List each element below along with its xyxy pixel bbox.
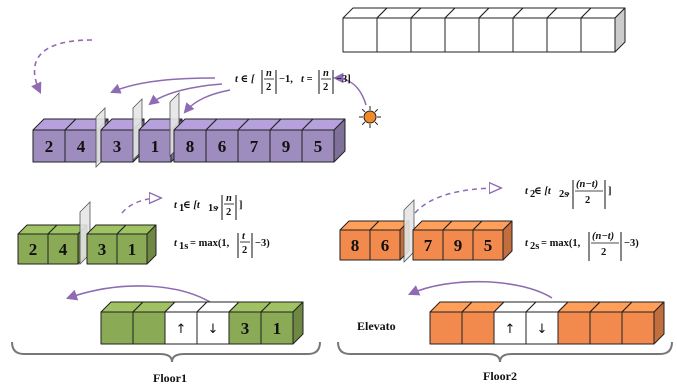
cube-number: 4 xyxy=(77,137,86,156)
cube-number: 8 xyxy=(351,236,360,255)
cube-number: 5 xyxy=(314,137,323,156)
svg-text:2: 2 xyxy=(323,82,328,93)
orange-cube-row: 8 6 7 9 5 xyxy=(339,199,513,263)
svg-text:= max(1,: = max(1, xyxy=(190,238,230,249)
formula-top: t ∈ [ n 2 −1, t = n 2 −3] xyxy=(235,68,351,94)
arrow-to-divider-1 xyxy=(110,77,216,94)
svg-text:2s: 2s xyxy=(530,241,539,252)
svg-text:t: t xyxy=(174,200,178,211)
svg-text:n: n xyxy=(323,68,329,79)
purple-cube: 5 xyxy=(301,118,346,163)
floor1-cube-row: ↑ ↓ 3 1 xyxy=(100,301,304,345)
cube-number: 5 xyxy=(484,236,493,255)
svg-text:2: 2 xyxy=(601,247,606,258)
cube-number: 1 xyxy=(273,319,282,338)
svg-text:]: ] xyxy=(239,200,243,211)
purple-cube: 7 xyxy=(237,118,282,163)
dashed-arrow-floor1 xyxy=(121,198,160,214)
arrow-to-divider-3 xyxy=(183,89,231,114)
svg-text:2: 2 xyxy=(242,245,247,256)
svg-text:,: , xyxy=(567,186,570,197)
arrow-down-icon: ↓ xyxy=(537,322,548,337)
floor2-cube-row: ↑↓ xyxy=(429,301,665,345)
formula-floor2: t 2 ∈ [t 2s , (n−t) 2 ] t 2s = max(1, (n… xyxy=(525,179,639,261)
sun-icon xyxy=(359,106,381,128)
svg-text:(n−t): (n−t) xyxy=(592,231,614,242)
cube-number: 6 xyxy=(381,236,390,255)
svg-text:−3]: −3] xyxy=(336,74,351,85)
svg-text:]: ] xyxy=(608,186,612,197)
arrow-to-divider-2 xyxy=(148,83,223,106)
arrow-up-icon: ↑ xyxy=(176,322,187,337)
svg-text:1s: 1s xyxy=(179,241,188,252)
arrow-floor2-return xyxy=(407,280,553,299)
svg-text:n: n xyxy=(226,193,232,204)
svg-text:−3): −3) xyxy=(255,238,270,249)
arrow-from-sun xyxy=(332,72,367,106)
svg-text:t ∈ [: t ∈ [ xyxy=(235,74,256,85)
cube-number: 8 xyxy=(186,137,195,156)
floor2-brace xyxy=(337,341,673,363)
floor2-label: Floor2 xyxy=(483,369,517,383)
cube-number: 2 xyxy=(29,240,38,259)
green-cube-row: 2 4 3 1 xyxy=(17,201,157,265)
svg-text:t: t xyxy=(525,186,529,197)
arrow-floor1-return xyxy=(65,285,216,306)
elevator-label: Elevato xyxy=(357,319,396,333)
svg-text:−3): −3) xyxy=(624,238,639,249)
empty-cube-row-top xyxy=(342,7,626,53)
svg-text:t: t xyxy=(242,231,246,242)
floor1-brace xyxy=(11,341,321,363)
svg-text:t: t xyxy=(174,238,178,249)
green-cube: 1 xyxy=(260,301,304,345)
svg-text:∈ [t: ∈ [t xyxy=(534,186,552,197)
arrow-down-icon: ↓ xyxy=(208,322,219,337)
svg-text:1s: 1s xyxy=(208,203,217,214)
floor1-label: Floor1 xyxy=(153,371,187,385)
svg-text:1: 1 xyxy=(179,203,184,214)
cube-number: 2 xyxy=(45,137,54,156)
cube-number: 7 xyxy=(424,236,433,255)
cube-number: 6 xyxy=(218,137,227,156)
formula-floor1: t 1 ∈ [t 1s , n 2 ] t 1s = max(1, t 2 −3… xyxy=(174,193,270,258)
empty-cube xyxy=(580,7,626,53)
svg-text:2: 2 xyxy=(530,189,535,200)
svg-text:n: n xyxy=(266,68,272,79)
cube-number: 3 xyxy=(241,319,250,338)
cube-number: 4 xyxy=(59,240,68,259)
cube-number: 9 xyxy=(454,236,463,255)
dashed-curve-arrow-top xyxy=(31,39,93,95)
orange-cube: 6 xyxy=(369,220,410,261)
cube-number: 3 xyxy=(113,137,122,156)
svg-text:(n−t): (n−t) xyxy=(576,179,598,190)
cube-number: 3 xyxy=(98,240,107,259)
svg-text:2: 2 xyxy=(226,207,231,218)
svg-text:−1,: −1, xyxy=(279,74,293,85)
cube-number: 9 xyxy=(282,137,291,156)
svg-text:t =: t = xyxy=(301,74,313,85)
svg-text:2: 2 xyxy=(585,195,590,206)
green-cube: 1 xyxy=(116,224,157,265)
svg-text:2: 2 xyxy=(266,82,271,93)
svg-text:2s: 2s xyxy=(559,189,568,200)
orange-cube: 5 xyxy=(472,220,513,261)
orange-cube-empty xyxy=(621,301,665,345)
svg-text:,: , xyxy=(216,200,219,211)
dashed-arrow-floor2 xyxy=(414,188,500,214)
cube-number: 1 xyxy=(151,137,160,156)
cube-number: 1 xyxy=(128,240,137,259)
svg-text:∈ [t: ∈ [t xyxy=(183,200,201,211)
svg-text:t: t xyxy=(525,238,529,249)
arrow-up-icon: ↑ xyxy=(505,322,516,337)
svg-text:= max(1,: = max(1, xyxy=(541,238,581,249)
purple-cube-row: 2 4 3 1 8 6 7 9 5 xyxy=(32,92,346,168)
cube-number: 7 xyxy=(250,137,259,156)
